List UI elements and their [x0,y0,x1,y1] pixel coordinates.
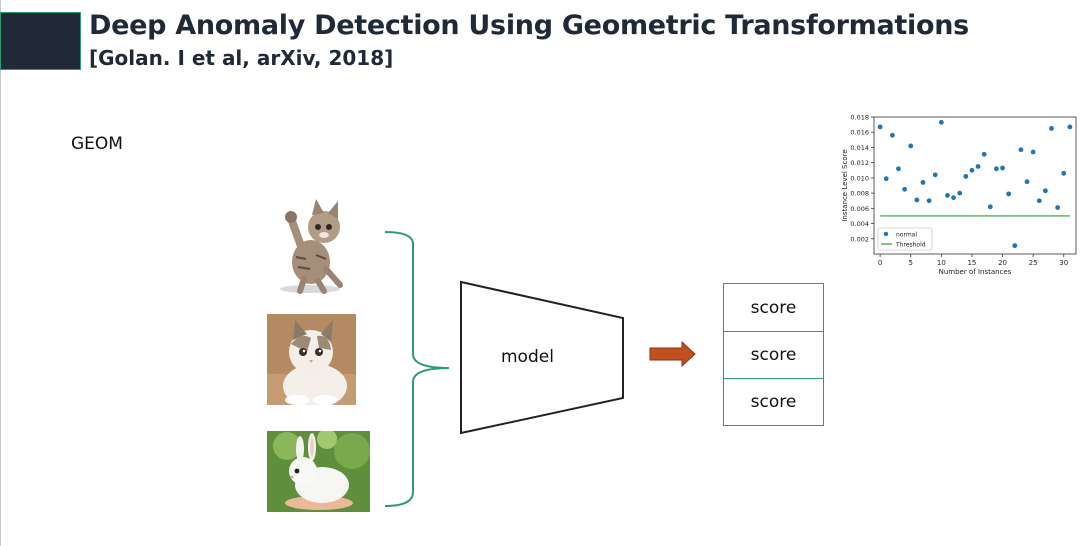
kitten-image [266,197,356,295]
data-point [963,173,969,179]
data-point [896,166,901,172]
data-point [1006,191,1012,197]
data-point [1042,188,1048,194]
y-tick-label: 0.018 [850,114,869,122]
data-point [945,192,950,198]
data-point [1024,179,1030,185]
data-point [889,132,895,138]
data-point [908,143,914,149]
y-tick-label: 0.014 [850,144,869,152]
y-tick-label: 0.002 [850,235,869,243]
section-label: GEOM [71,134,123,154]
data-point [957,190,963,196]
score-stack: score score score [723,283,824,426]
data-point [938,119,944,125]
data-point [969,167,975,173]
y-tick-label: 0.006 [850,205,869,213]
right-arrow-icon [649,340,696,368]
data-point [1000,165,1005,171]
data-point [1012,243,1018,249]
data-point [926,198,932,204]
x-tick-label: 5 [908,259,912,267]
y-tick-label: 0.008 [850,190,869,198]
x-tick-label: 10 [937,259,946,267]
y-tick-label: 0.012 [850,159,869,167]
data-point [932,172,938,178]
y-axis-label: Instance Level Score [841,149,849,221]
data-point [902,186,908,192]
legend-label-normal: normal [896,232,917,239]
x-tick-label: 25 [1029,259,1038,267]
score-cell: score [724,331,823,378]
data-point [981,151,987,157]
data-point [951,195,956,201]
data-point [1036,198,1042,204]
y-tick-label: 0.004 [850,220,869,228]
data-point [1030,149,1036,155]
data-point [1067,124,1073,130]
model-block [460,280,624,435]
data-point [975,164,981,169]
slide-left-border [0,0,1,546]
score-cell: score [750,297,797,318]
x-axis-label: Number of Instances [939,268,1012,276]
y-tick-label: 0.010 [850,174,869,182]
cat-image [267,314,356,405]
y-tick-label: 0.016 [850,129,869,137]
score-cell: score [724,378,823,425]
data-point [1018,147,1024,153]
slide-title: Deep Anomaly Detection Using Geometric T… [89,10,969,41]
data-point [920,180,926,185]
rabbit-image [267,431,370,512]
x-tick-label: 0 [878,259,882,267]
data-point [1049,126,1054,131]
x-tick-label: 15 [967,259,976,267]
data-point [1055,205,1061,210]
data-point [994,166,999,172]
instance-score-chart: 0 5 10 15 20 25 30 0.002 0.004 0.006 0.008 0.010 0.0… [841,114,1077,276]
data-point [987,204,993,210]
input-brace [384,231,450,507]
model-label: model [501,347,554,367]
title-accent-block [0,12,81,70]
x-tick-label: 30 [1059,259,1068,267]
slide-subtitle: [Golan. I et al, arXiv, 2018] [89,46,394,70]
x-tick-label: 20 [998,259,1007,267]
legend-marker-normal [883,231,889,237]
data-point [914,197,920,203]
legend-label-threshold: Threshold [895,242,926,249]
data-point [877,124,883,130]
data-point [1061,170,1067,176]
data-point [883,176,889,182]
